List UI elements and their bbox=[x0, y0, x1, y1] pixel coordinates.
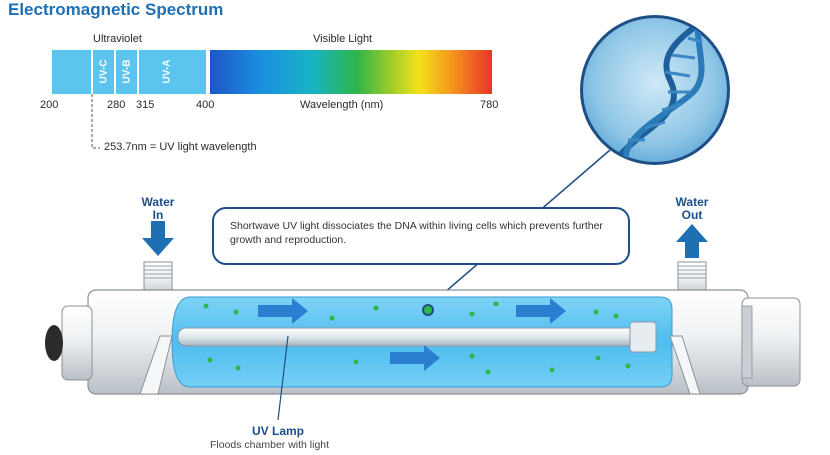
uv-lamp-title: UV Lamp bbox=[252, 424, 305, 438]
dna-helix-icon bbox=[607, 17, 723, 163]
uv-note: 253.7nm = UV light wavelength bbox=[104, 141, 257, 153]
tick-label: 280 bbox=[107, 99, 126, 111]
ultraviolet-label: Ultraviolet bbox=[93, 33, 142, 45]
axis-label: Wavelength (nm) bbox=[300, 99, 384, 111]
dna-circle bbox=[583, 18, 727, 162]
callout-text: Shortwave UV light dissociates the DNA w… bbox=[230, 220, 603, 246]
band-label-uva: UV-A bbox=[161, 59, 173, 84]
tick-label: 780 bbox=[480, 99, 499, 111]
visible-light-label: Visible Light bbox=[313, 33, 373, 45]
uv-lamp-subtitle: Floods chamber with light bbox=[210, 439, 330, 451]
lamp-connector bbox=[45, 325, 63, 361]
uv-note-leader bbox=[91, 94, 100, 149]
band-label-uvb: UV-B bbox=[121, 59, 133, 84]
bacteria-dots bbox=[203, 301, 631, 375]
band-label-uvc: UV-C bbox=[98, 59, 110, 84]
uv-band-region bbox=[52, 50, 206, 94]
lamp-socket bbox=[629, 321, 657, 353]
lamp-pointer-line bbox=[277, 335, 289, 421]
tick-label: 315 bbox=[136, 99, 155, 111]
arrow-up-icon bbox=[676, 224, 708, 258]
left-end-cap bbox=[61, 305, 93, 381]
flow-arrow-icon bbox=[258, 298, 566, 371]
left-bracket bbox=[139, 335, 173, 395]
uv-lamp-tube bbox=[177, 327, 649, 347]
tick-label: 400 bbox=[196, 99, 215, 111]
visible-spectrum-bar bbox=[210, 50, 492, 94]
diagram-title: Electromagnetic Spectrum bbox=[8, 0, 224, 19]
dna-callout: Shortwave UV light dissociates the DNA w… bbox=[212, 207, 630, 265]
tick-label: 200 bbox=[40, 99, 59, 111]
arrow-down-icon bbox=[142, 221, 174, 256]
highlighted-cell bbox=[422, 304, 434, 316]
right-bracket bbox=[669, 335, 701, 395]
